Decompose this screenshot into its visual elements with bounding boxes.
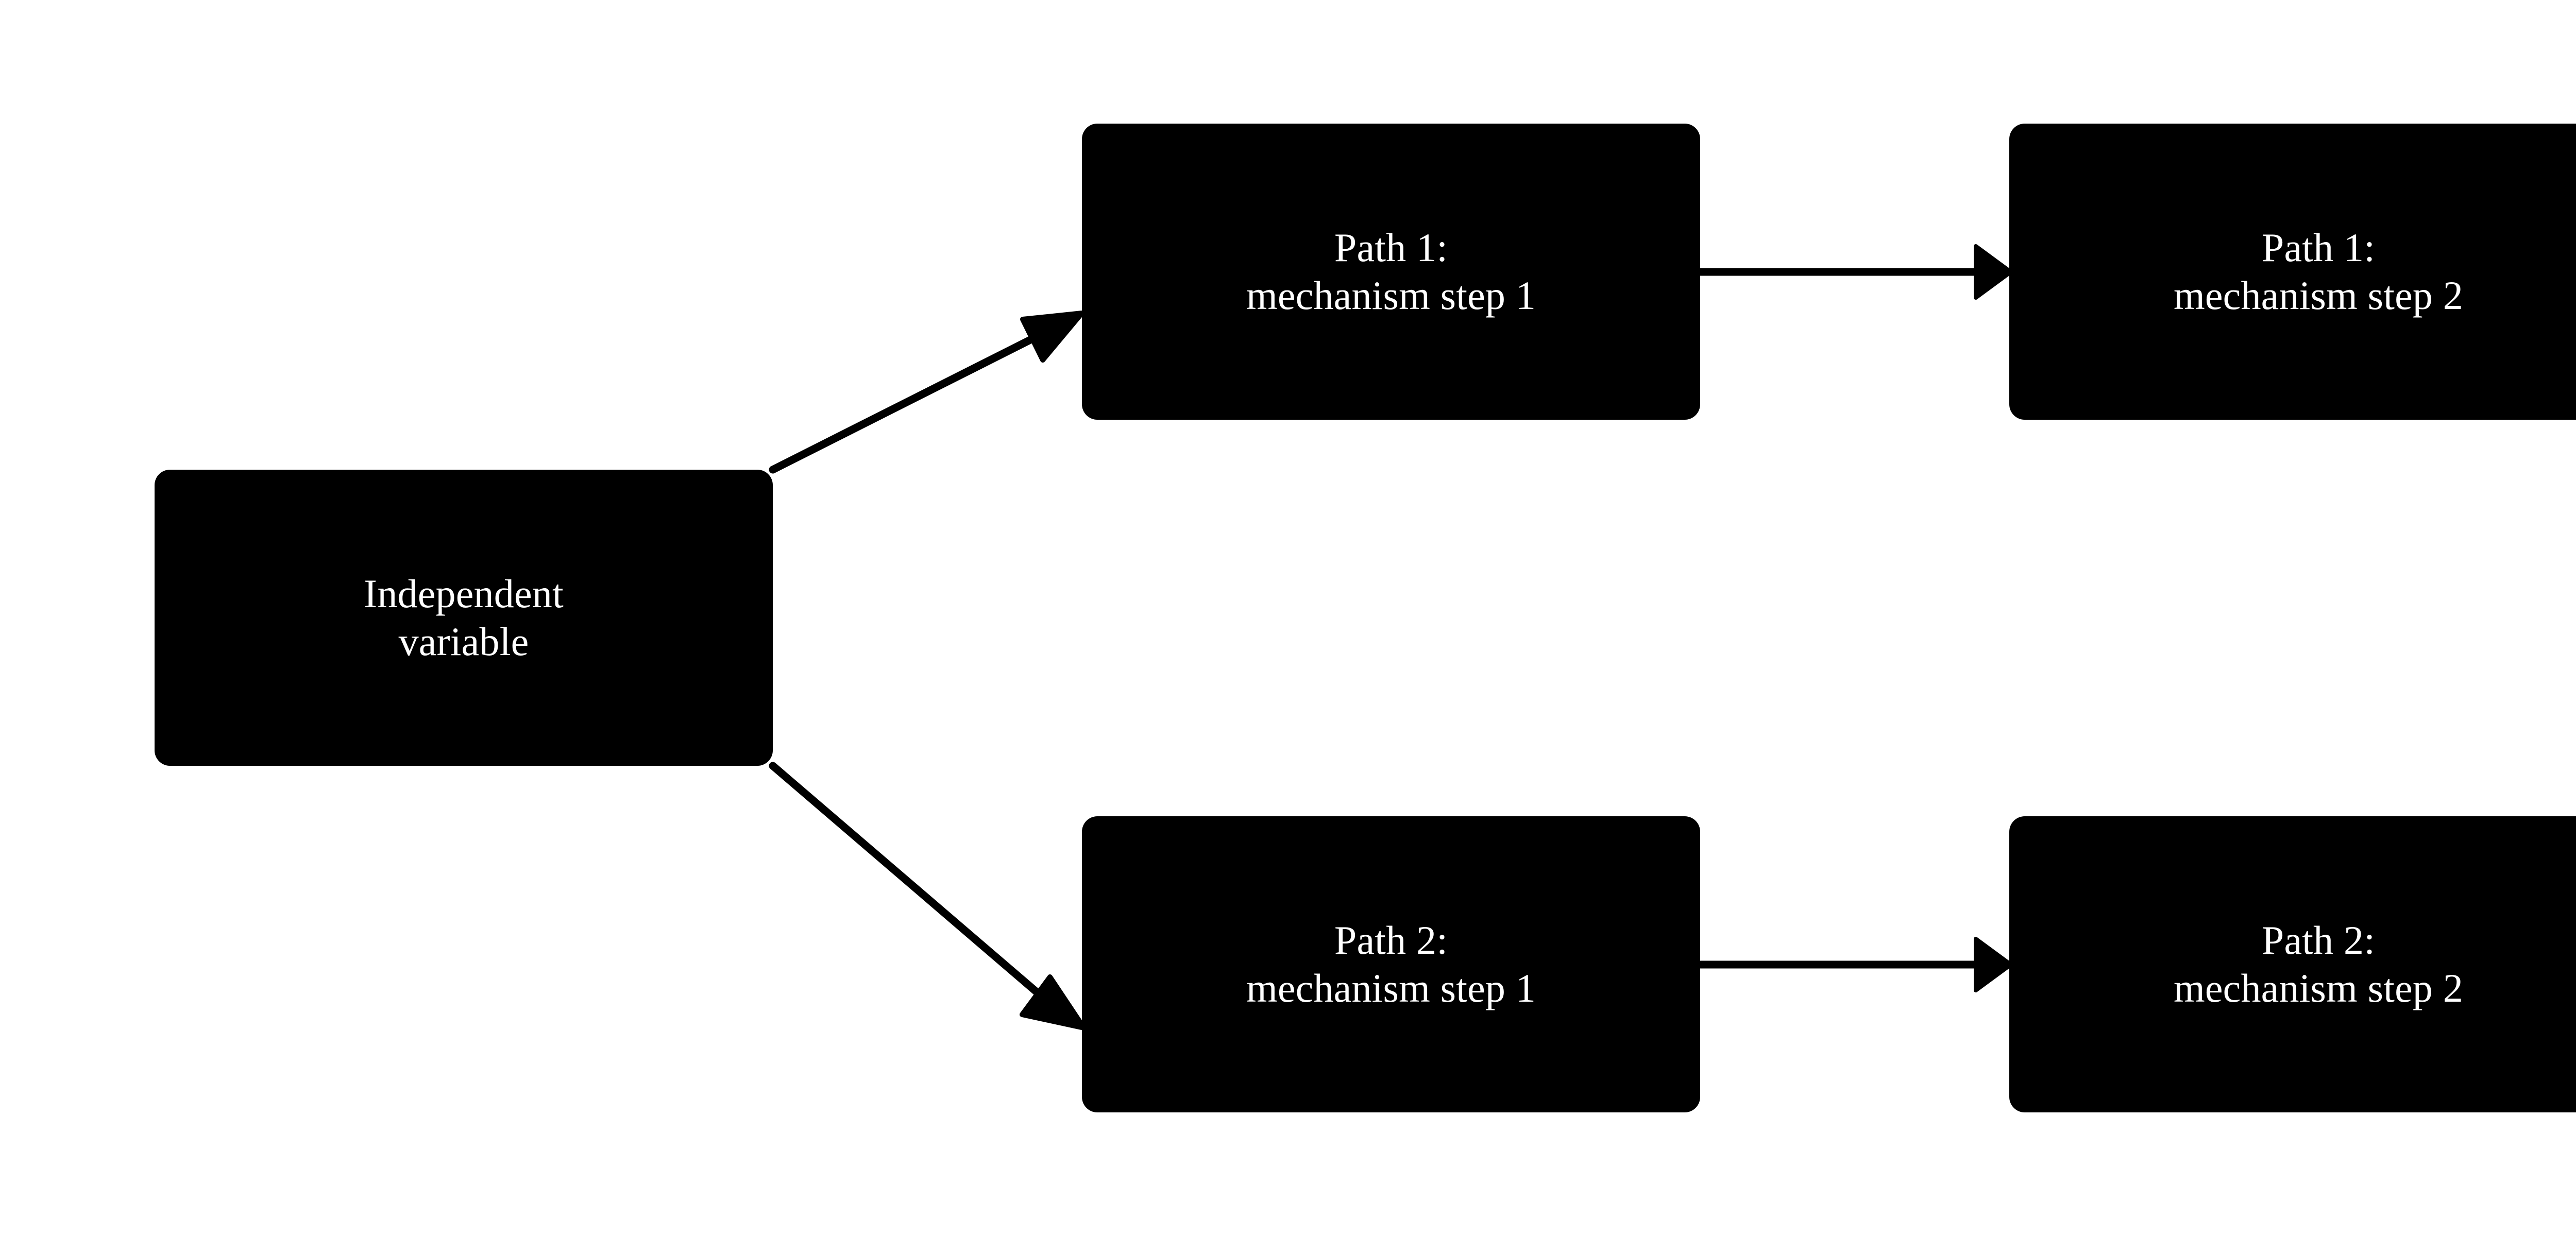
node-path2-step1[interactable]: Path 2: mechanism step 1 bbox=[1082, 816, 1700, 1112]
node-label-line-2: variable bbox=[398, 619, 529, 664]
node-label-line-2: mechanism step 2 bbox=[2173, 965, 2464, 1010]
node-independent-variable[interactable]: Independent variable bbox=[155, 470, 773, 766]
edge-iv-to-path1-step1 bbox=[769, 311, 1084, 474]
node-label-line-1: Path 2: bbox=[2261, 918, 2376, 963]
edge-path1-step1-to-path1-step2 bbox=[1700, 244, 2013, 300]
node-label-line-2: mechanism step 2 bbox=[2173, 272, 2464, 318]
node-label-line-2: mechanism step 1 bbox=[1246, 965, 1536, 1010]
node-path1-step1[interactable]: Path 1: mechanism step 1 bbox=[1082, 124, 1700, 420]
node-label-line-1: Independent bbox=[364, 571, 564, 616]
node-label-line-2: mechanism step 1 bbox=[1246, 272, 1536, 318]
node-label-line-1: Path 2: bbox=[1334, 918, 1448, 963]
node-path1-step2[interactable]: Path 1: mechanism step 2 bbox=[2009, 124, 2576, 420]
edge-iv-to-path2-step1 bbox=[769, 762, 1087, 1031]
node-label-line-1: Path 1: bbox=[1334, 225, 1448, 270]
node-path2-step2[interactable]: Path 2: mechanism step 2 bbox=[2009, 816, 2576, 1112]
node-label-line-1: Path 1: bbox=[2261, 225, 2376, 270]
edge-path2-step1-to-path2-step2 bbox=[1700, 937, 2013, 992]
